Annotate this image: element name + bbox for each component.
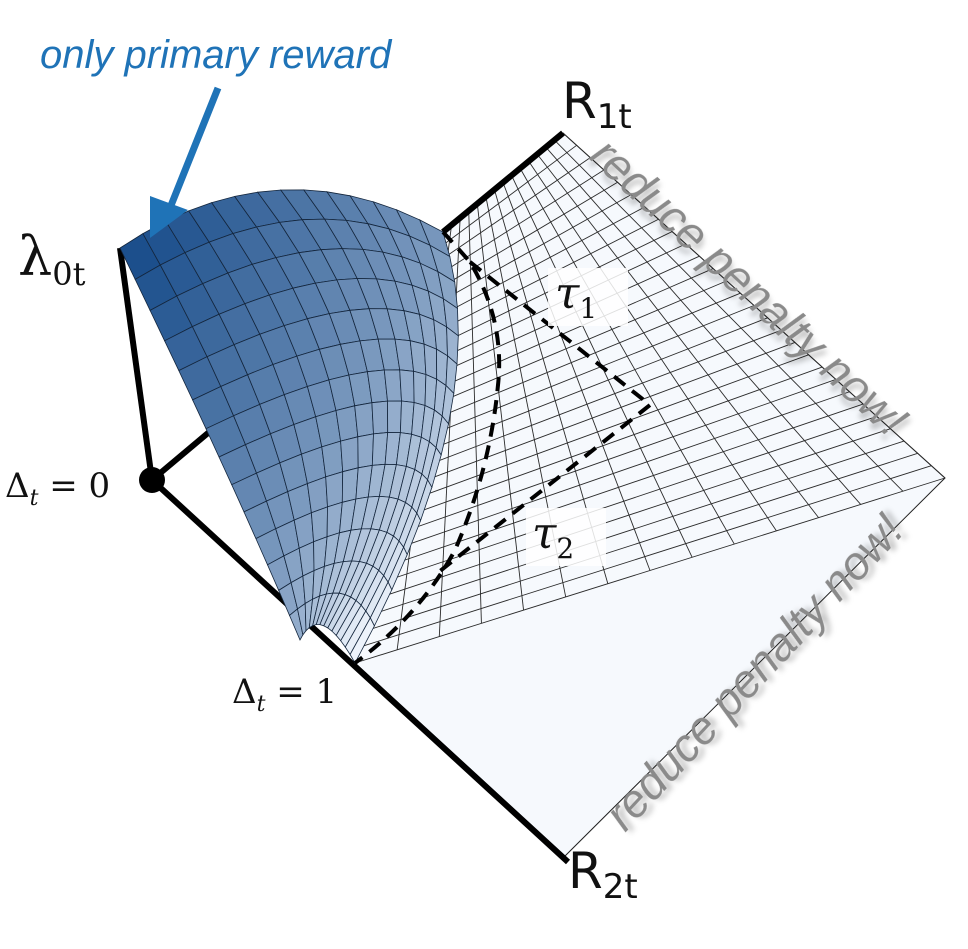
threshold-boundaries — [353, 230, 654, 665]
tau1-boundary — [433, 260, 654, 577]
surface-cell — [371, 400, 389, 435]
surface-cell — [423, 343, 438, 380]
lambda-axis — [117, 247, 155, 481]
tau2-label: τ2 — [532, 508, 574, 565]
callout-text: only primary reward — [40, 33, 393, 77]
callout-arrow — [150, 86, 222, 238]
tau-curve — [353, 230, 502, 665]
surface-cell — [357, 433, 374, 469]
surface-cell — [321, 440, 344, 478]
surface-cell — [354, 402, 374, 438]
surface-cell — [413, 370, 427, 407]
axes — [117, 130, 571, 865]
surface-cell — [306, 476, 328, 514]
surface-cell — [340, 436, 359, 473]
delta0-label: Δt = 0 — [5, 466, 110, 511]
plane-grid — [354, 132, 946, 664]
delta1-label: Δt = 1 — [232, 672, 337, 717]
reward-surface — [119, 189, 459, 664]
surface-cell — [325, 471, 344, 508]
r2-label: R2t — [568, 842, 638, 907]
r1-label: R1t — [562, 72, 632, 137]
tau1-label: τ1 — [555, 268, 597, 325]
lambda-label: λ0t — [18, 225, 86, 293]
surface-cell — [387, 400, 402, 434]
r1-axis-outer — [441, 130, 565, 235]
surface-cell — [383, 369, 402, 402]
surface-cell — [310, 506, 328, 543]
delta-axis — [149, 477, 571, 865]
surface-cell — [399, 369, 415, 403]
origin-point — [139, 467, 165, 493]
penalty-plane — [354, 132, 946, 857]
